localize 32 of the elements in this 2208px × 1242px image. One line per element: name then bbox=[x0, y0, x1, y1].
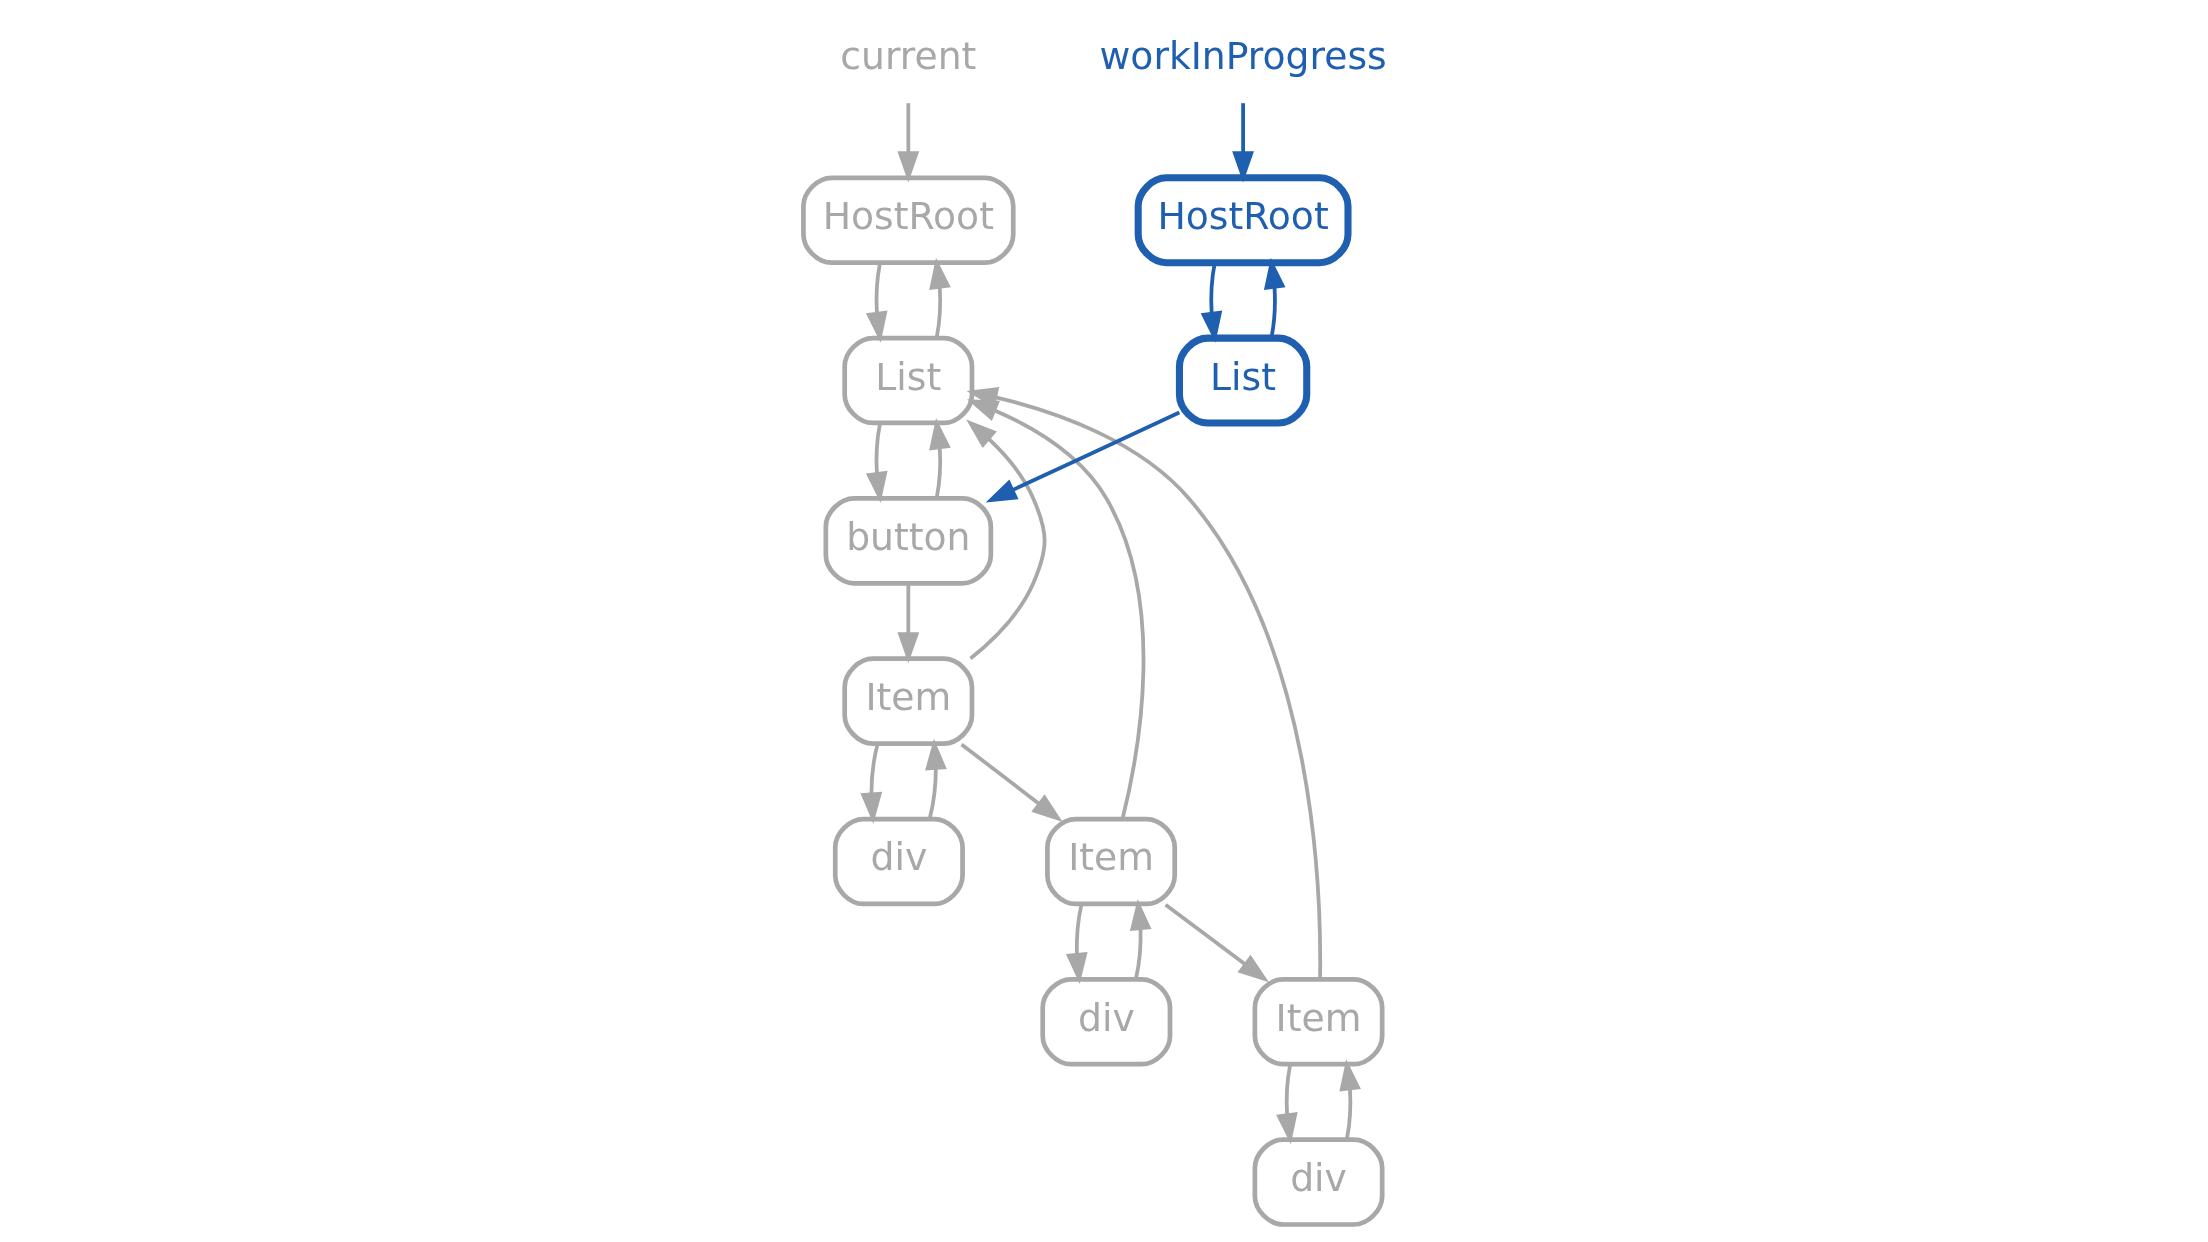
node-text: current bbox=[840, 33, 977, 78]
node-box: button bbox=[823, 496, 994, 586]
arrow bbox=[897, 103, 920, 183]
arrow bbox=[1276, 1064, 1298, 1145]
node-box: Item bbox=[1045, 816, 1178, 907]
arrow bbox=[865, 263, 888, 343]
arrow bbox=[1263, 257, 1286, 338]
arrow bbox=[925, 738, 947, 819]
arrow bbox=[1339, 1059, 1361, 1139]
arrow bbox=[960, 742, 1063, 822]
arrow bbox=[1164, 903, 1269, 983]
arrow bbox=[985, 410, 1181, 503]
arrow bbox=[1200, 263, 1223, 343]
node-box: List bbox=[842, 335, 975, 426]
arrow bbox=[929, 418, 951, 498]
arrow bbox=[929, 257, 951, 338]
node-box: div bbox=[1252, 1137, 1385, 1227]
node-box: Item bbox=[842, 656, 975, 746]
node-box: HostRoot bbox=[801, 175, 1016, 266]
node-box: Item bbox=[1252, 976, 1385, 1067]
arrow bbox=[860, 743, 883, 824]
arrow bbox=[966, 419, 1047, 660]
node-box: div bbox=[1040, 976, 1173, 1067]
arrow bbox=[897, 584, 920, 664]
arrow bbox=[865, 423, 888, 503]
node-text: workInProgress bbox=[1099, 33, 1387, 78]
arrow bbox=[1065, 904, 1088, 984]
arrow bbox=[1129, 899, 1152, 979]
arrow bbox=[1232, 103, 1254, 183]
node-box: List bbox=[1175, 334, 1311, 427]
node-box: div bbox=[832, 816, 965, 907]
node-box: HostRoot bbox=[1134, 174, 1352, 267]
